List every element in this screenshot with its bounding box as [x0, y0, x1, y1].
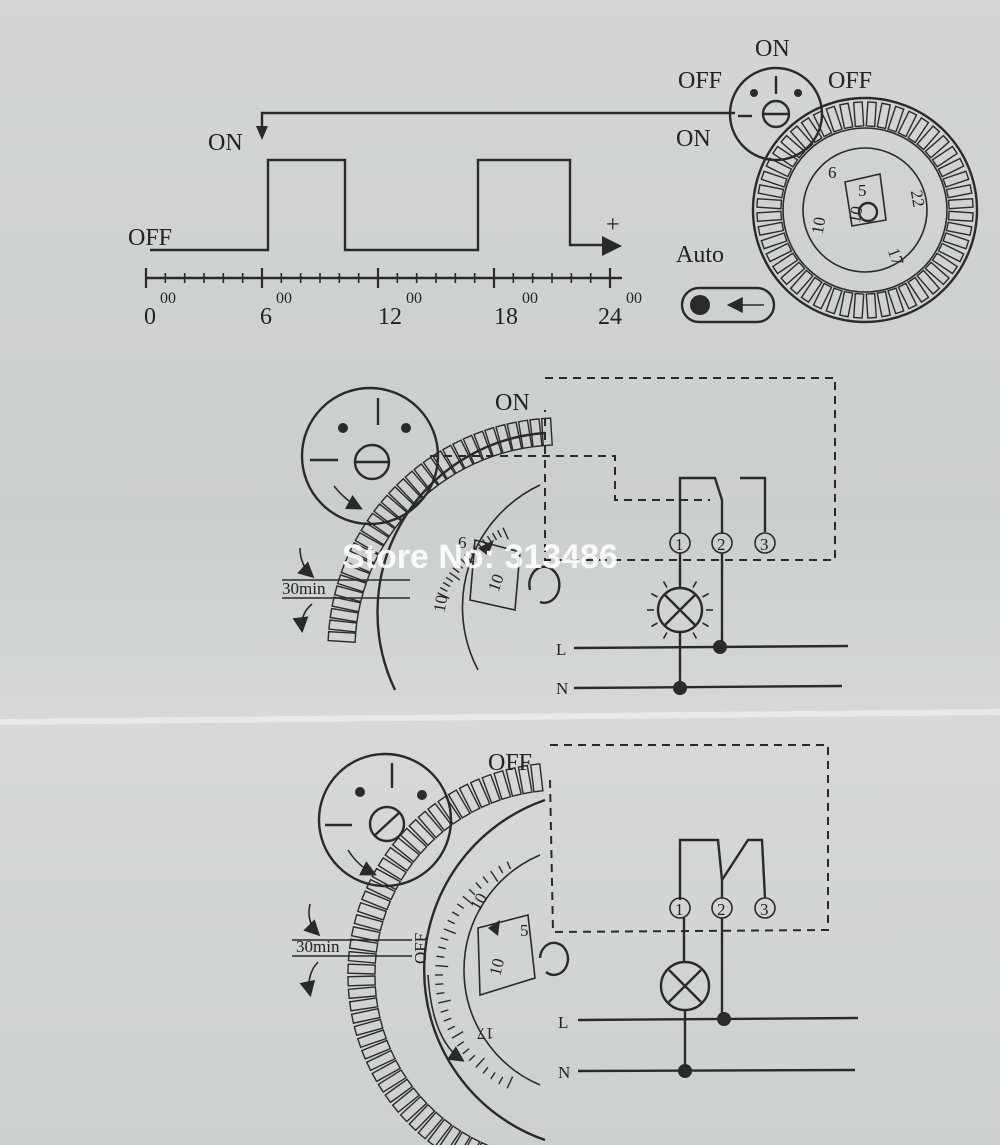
timer-dial-outer — [751, 96, 979, 324]
svg-text:10: 10 — [484, 572, 508, 594]
circuit-off-switch-contact — [678, 838, 724, 900]
timer-dial-window — [844, 173, 887, 227]
circuit-on-diagram: ON 6 10 10 30min 1 — [282, 377, 849, 698]
time-label-18: 18 00 — [494, 290, 538, 330]
circuit-off-line-l: L — [558, 1013, 568, 1032]
dial-number-10: 10 — [808, 216, 830, 236]
circuit-on-n-wire — [573, 684, 843, 690]
timer-dial-segments — [756, 101, 974, 319]
circuit-on-switch-contact — [678, 476, 724, 534]
time-label-12: 12 00 — [378, 290, 422, 330]
circuit-off-n-wire — [577, 1068, 856, 1073]
circuit-on-interval-label: 30min — [282, 579, 326, 598]
dial-number-5: 5 — [858, 181, 867, 200]
svg-text:10: 10 — [485, 956, 508, 977]
auto-slider-knob — [690, 295, 710, 315]
timeline-plus-label: + — [606, 212, 620, 238]
schedule-diagram: ON OFF + 0 00 6 00 12 00 18 00 24 00 — [128, 111, 735, 330]
svg-text:2: 2 — [717, 900, 726, 919]
circuit-on-enclosure — [544, 377, 836, 561]
store-watermark: Store No: 313486 — [342, 538, 618, 576]
dial-number-17: 17 — [884, 245, 908, 268]
circuit-off-dial-5: 5 — [520, 921, 529, 940]
on-off-waveform — [150, 158, 612, 252]
svg-text:2: 2 — [717, 535, 726, 554]
timeline-off-label: OFF — [128, 225, 172, 251]
time-label-6: 6 00 — [260, 290, 292, 330]
svg-text:1: 1 — [675, 900, 684, 919]
svg-text:3: 3 — [760, 535, 769, 554]
circuit-off-dial-segments — [347, 763, 544, 1145]
auto-switch: Auto — [676, 242, 776, 324]
circuit-on-knob — [300, 386, 440, 526]
svg-text:6: 6 — [260, 304, 272, 330]
svg-text:3: 3 — [760, 900, 769, 919]
circuit-off-diagram: OFF 10 5 10 17 OFF 30min — [292, 744, 859, 1145]
svg-text:12: 12 — [378, 304, 402, 330]
circuit-on-lamp-rays — [647, 577, 713, 643]
selector-switch: ON OFF OFF ON — [676, 36, 872, 162]
selector-off-left-label: OFF — [678, 68, 722, 94]
circuit-off-terminal-3 — [754, 897, 776, 919]
auto-slider — [680, 286, 776, 324]
circuit-off-dial-10: 10 — [466, 890, 491, 914]
time-label-0: 0 00 — [144, 290, 176, 330]
waveform-arrow — [602, 236, 622, 256]
selector-knob-center — [761, 99, 791, 129]
svg-text:1: 1 — [675, 535, 684, 554]
svg-text:18: 18 — [494, 304, 518, 330]
selector-on-label: ON — [755, 36, 790, 62]
circuit-off-dial-17: 17 — [477, 1024, 495, 1043]
time-axis-ticks — [144, 268, 612, 288]
timer-dial: 6 10 10 5 22 17 — [751, 96, 979, 324]
circuit-on-terminal-3 — [754, 532, 776, 554]
svg-text:0: 0 — [144, 304, 156, 330]
dial-number-22: 22 — [907, 189, 929, 209]
circuit-off-side-off-label: OFF — [411, 933, 430, 964]
selector-on-left-label: ON — [676, 126, 711, 152]
time-label-24: 24 00 — [598, 290, 642, 330]
circuit-on-dial-10: 10 — [430, 594, 452, 614]
svg-text:00: 00 — [522, 290, 538, 307]
timeline-on-label: ON — [208, 130, 243, 156]
selector-leader-line — [260, 111, 735, 130]
circuit-on-dial-window — [469, 538, 521, 611]
circuit-on-line-l: L — [556, 640, 566, 659]
selector-off-right-label: OFF — [828, 68, 872, 94]
svg-text:24: 24 — [598, 304, 622, 330]
paper-fold — [0, 709, 1000, 725]
circuit-off-terminal-1 — [669, 897, 691, 919]
circuit-off-state-label: OFF — [488, 750, 532, 776]
circuit-off-interval-label: 30min — [296, 937, 340, 956]
circuit-off-line-n: N — [558, 1063, 570, 1082]
circuit-on-line-n: N — [556, 679, 568, 698]
svg-text:00: 00 — [276, 290, 292, 307]
circuit-on-state-label: ON — [495, 390, 530, 416]
circuit-on-dial-segments — [327, 417, 553, 643]
circuit-off-enclosure — [549, 744, 829, 934]
svg-text:00: 00 — [406, 290, 422, 307]
dial-number-6: 6 — [828, 163, 837, 182]
svg-text:00: 00 — [626, 290, 642, 307]
circuit-off-knob — [317, 752, 453, 888]
circuit-on-l-wire — [573, 644, 849, 650]
svg-text:10: 10 — [845, 205, 867, 225]
auto-label: Auto — [676, 242, 724, 268]
circuit-off-dial-window — [477, 913, 536, 997]
circuit-on-dial-6: 6 — [458, 533, 467, 552]
svg-text:00: 00 — [160, 290, 176, 307]
